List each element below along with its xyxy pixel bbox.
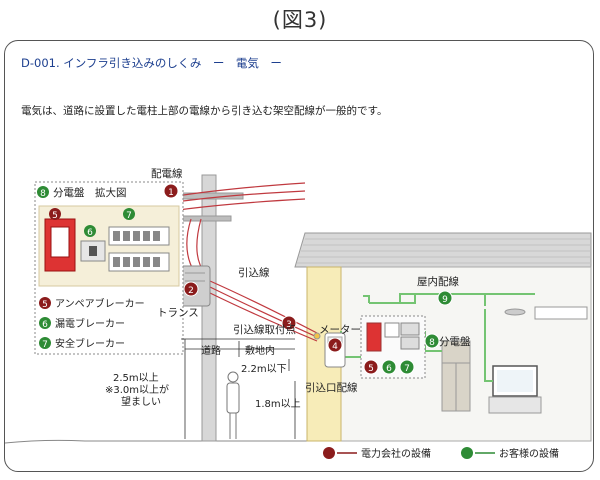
marker-6-panel: 6	[87, 228, 93, 238]
marker-8: 8	[429, 338, 435, 348]
panel-item-safety-breaker: 安全ブレーカー	[55, 337, 125, 350]
utility-pole	[172, 174, 244, 442]
electric-service-diagram: 8 分電盤 拡大図 5 6 7 5 アンペアブレーカー 6 漏電ブレーカー 7 …	[5, 167, 592, 460]
marker-5-panel: 5	[52, 211, 58, 221]
legend-customer: お客様の設備	[499, 447, 559, 460]
dimension-lines	[181, 338, 296, 439]
label-service-drop: 引込線	[238, 266, 270, 279]
svg-text:7: 7	[42, 340, 48, 350]
marker-3: 3	[286, 320, 292, 330]
marker-7-panel: 7	[126, 211, 132, 221]
label-road: 道路	[201, 344, 221, 357]
svg-text:8: 8	[40, 189, 46, 199]
diagram-heading: D-001. インフラ引き込みのしくみ ー 電気 ー	[21, 56, 282, 70]
enlarged-panel	[34, 181, 184, 355]
person-figure	[226, 371, 240, 439]
label-distribution-board: 分電盤	[439, 335, 471, 348]
panel-title: 分電盤 拡大図	[53, 186, 127, 199]
indoor-wiring-lines	[340, 293, 535, 382]
marker-5: 5	[368, 364, 374, 374]
label-height-preferred: 望ましい	[121, 395, 161, 408]
label-height-over-18: 1.8m以上	[255, 398, 301, 410]
diagram-frame: D-001. インフラ引き込みのしくみ ー 電気 ー 電気は、道路に設置した電柱…	[4, 40, 594, 472]
legend-company: 電力会社の設備	[361, 447, 431, 460]
label-indoor-wiring: 屋内配線	[417, 275, 459, 288]
legend: 電力会社の設備 お客様の設備	[323, 447, 559, 460]
marker-6: 6	[386, 364, 392, 374]
svg-text:5: 5	[42, 300, 48, 310]
svg-text:6: 6	[42, 320, 48, 330]
marker-8-panel	[37, 186, 49, 198]
marker-9: 9	[442, 295, 448, 305]
label-premises: 敷地内	[245, 344, 275, 357]
marker-1: 1	[168, 188, 174, 198]
label-meter: メーター	[319, 324, 361, 336]
label-transformer: トランス	[157, 307, 199, 319]
marker-4: 4	[332, 342, 338, 352]
figure-title: (図3)	[272, 8, 328, 32]
label-attachment-point: 引込線取付点	[233, 323, 296, 336]
lead-text: 電気は、道路に設置した電柱上部の電線から引き込む架空配線が一般的です。	[21, 105, 388, 117]
label-distribution-line: 配電線	[151, 167, 183, 180]
panel-item-earth-leakage-breaker: 漏電ブレーカー	[55, 317, 125, 330]
label-height-under-22: 2.2m以下	[241, 364, 287, 375]
marker-7: 7	[404, 364, 410, 374]
attachment-point-marker	[313, 332, 321, 340]
label-height-over-30: ※3.0m以上が	[105, 383, 169, 396]
panel-item-ampere-breaker: アンペアブレーカー	[55, 297, 145, 310]
label-height-over-25: 2.5m以上	[113, 372, 159, 384]
label-service-entrance: 引込口配線	[305, 381, 358, 394]
marker-2: 2	[188, 286, 194, 296]
panel-item-list: 5 アンペアブレーカー 6 漏電ブレーカー 7 安全ブレーカー	[39, 297, 145, 350]
ground-line	[5, 439, 591, 444]
